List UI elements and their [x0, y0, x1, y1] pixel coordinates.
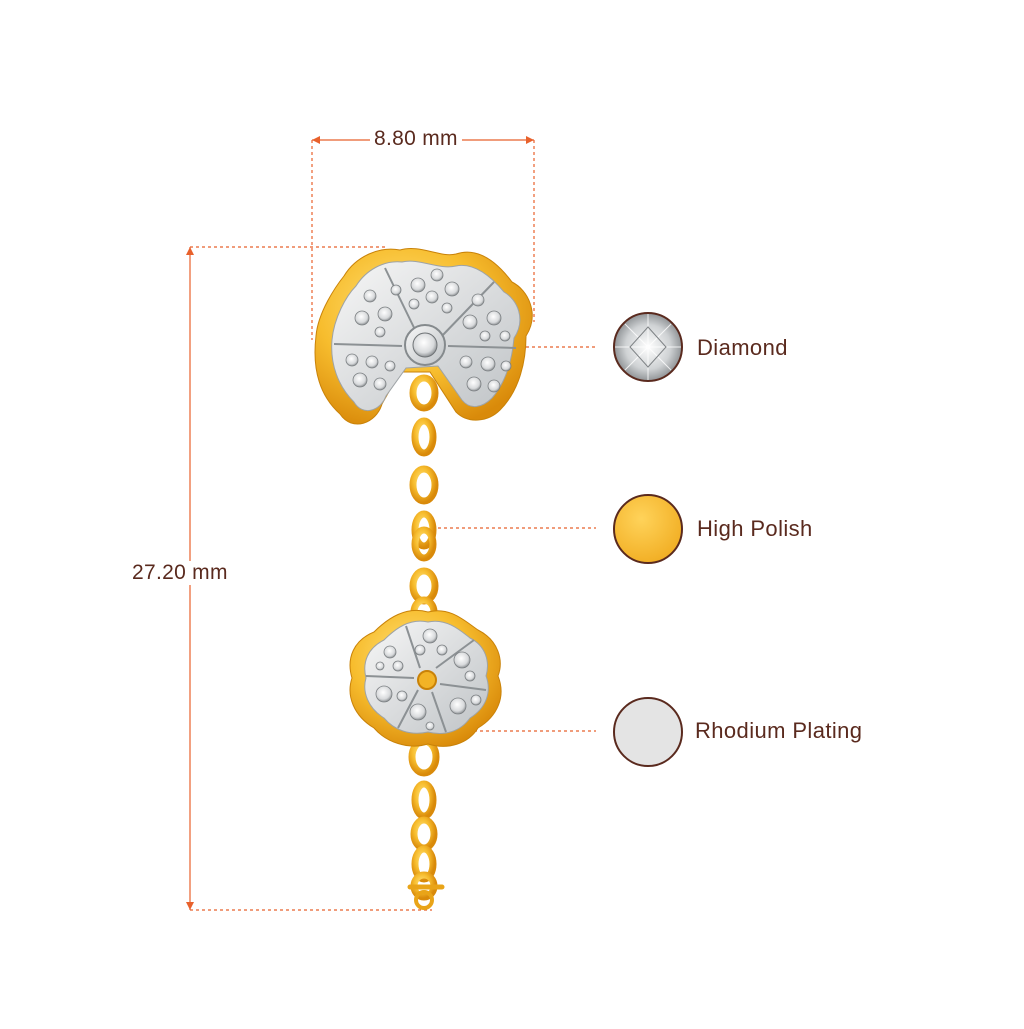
width-dimension-label: 8.80 mm [370, 127, 462, 151]
arrow-heads [186, 136, 534, 910]
legend-label-diamond: Diamond [697, 335, 788, 360]
bottom-flower-seams [365, 625, 487, 733]
bottom-flower-center-hole [417, 670, 437, 690]
legend-label-rhodium-plating: Rhodium Plating [695, 718, 863, 743]
chain-lower [408, 737, 440, 901]
legend-swatch-high-polish [613, 494, 683, 564]
top-flower [314, 248, 533, 425]
height-dimension-label: 27.20 mm [128, 561, 232, 585]
legend-swatch-rhodium [613, 697, 683, 767]
legend-swatch-diamond [613, 312, 683, 382]
arrow-right [526, 136, 534, 144]
legend-label-high-polish: High Polish [697, 516, 813, 541]
arrow-bottom [186, 902, 194, 910]
bottom-flower-pave-stones [375, 628, 482, 731]
end-ring [407, 884, 445, 910]
top-flower-center-stone [412, 332, 438, 358]
chain-upper [409, 374, 439, 628]
top-flower-pave-stones [345, 268, 512, 393]
bottom-flower [349, 609, 502, 747]
arrow-left [312, 136, 320, 144]
arrow-top [186, 247, 194, 255]
